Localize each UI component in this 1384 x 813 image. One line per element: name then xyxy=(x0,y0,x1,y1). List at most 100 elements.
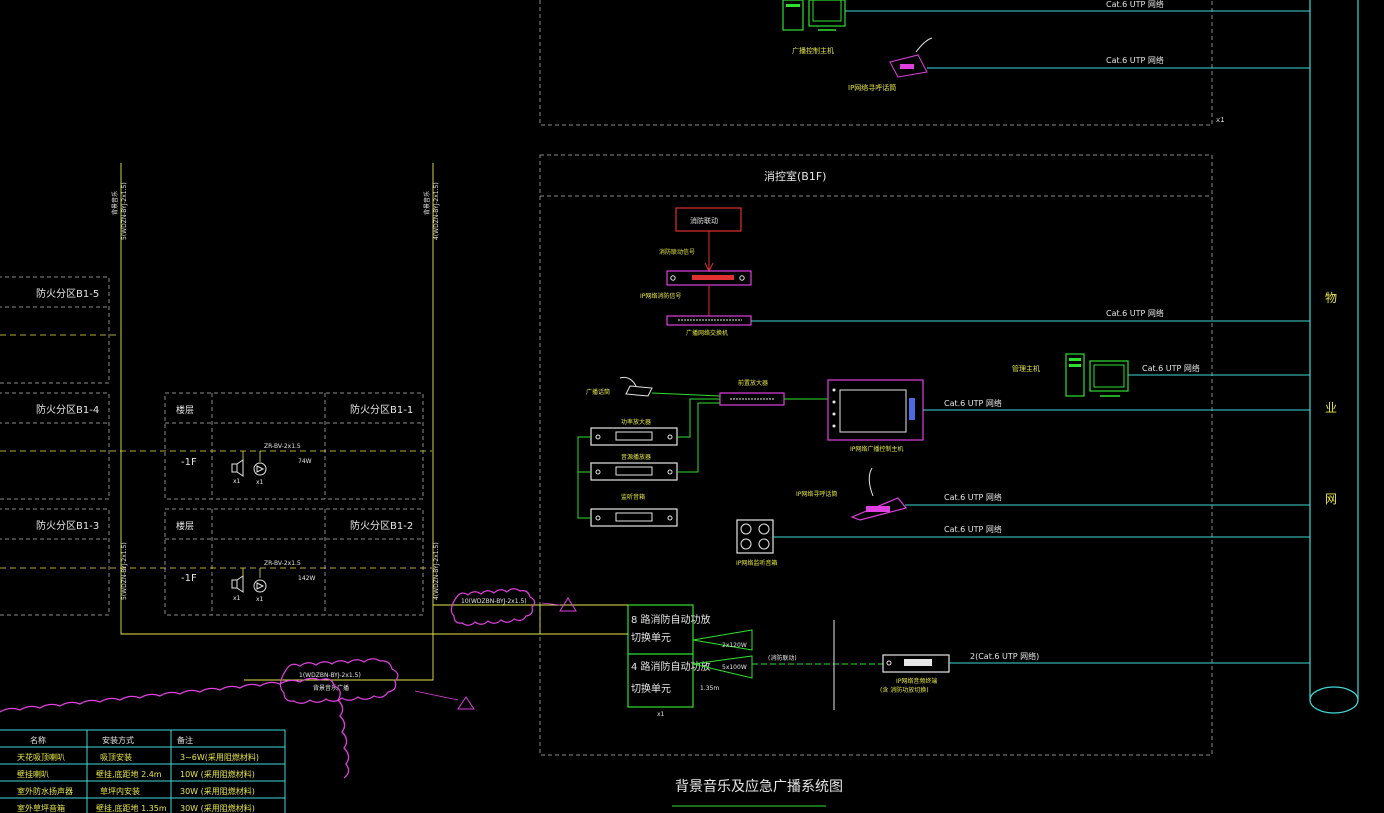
broadcast-host-label: IP网络广播控制主机 xyxy=(850,445,903,453)
zone-label-b1-1: 防火分区B1-1 xyxy=(350,403,413,416)
amplifier-1-icon[interactable] xyxy=(590,427,678,446)
audio-terminal-sub: (含 消防功放切换) xyxy=(880,686,929,694)
speaker-cable-label: Cat.6 UTP 网络 xyxy=(944,524,1002,534)
preamp-icon[interactable] xyxy=(719,392,785,406)
audio-terminal-icon[interactable] xyxy=(882,654,950,673)
switch-cable-label: Cat.6 UTP 网络 xyxy=(1106,308,1164,318)
riser-label-3: 5(WDZN-BYJ-2x1.5) xyxy=(121,542,128,600)
workstation-label: 管理主机 xyxy=(1012,364,1040,373)
b1-1-floor: -1F xyxy=(181,457,197,468)
legend-row-1-note: 3~6W(采用阻燃材料) xyxy=(180,752,259,762)
top-section: 广播控制主机 Cat.6 UTP 网络 Cat.6 UTP 网络 IP网络寻呼话… xyxy=(539,0,1310,126)
zone-label-b1-3: 防火分区B1-3 xyxy=(36,519,99,532)
workstation-icon[interactable] xyxy=(782,0,846,31)
power-label-1: 74W xyxy=(298,458,312,465)
amp-output-1: 2x120W xyxy=(722,642,747,649)
legend-row-1-install: 吸顶安装 xyxy=(100,752,132,762)
ceiling-speaker-icon[interactable] xyxy=(253,579,267,593)
fire-panel-label: 消防联动 xyxy=(690,216,718,225)
switch-unit-row2-b: 切换单元 xyxy=(631,682,671,695)
wall-speaker-icon[interactable] xyxy=(231,575,244,593)
zone-label-b1-4: 防火分区B1-4 xyxy=(36,403,99,416)
fire-signal-label: 消防联动信号 xyxy=(659,248,695,256)
control-room-x1: x1 xyxy=(1216,115,1224,122)
fire-switch-unit[interactable] xyxy=(627,604,694,708)
audio-terminal-label: IP网络音频终端 xyxy=(896,677,937,685)
ceiling-speaker-icon[interactable] xyxy=(253,462,267,476)
legend-header-name: 名称 xyxy=(30,735,46,745)
riser-tag-1: 背景音乐 xyxy=(111,191,119,215)
amplifier-2-label: 音源播放器 xyxy=(621,453,651,461)
broadcast-mic-label: 广播话筒 xyxy=(586,388,610,396)
count-label-c: x1 xyxy=(233,595,241,602)
legend-table: 名称 安装方式 备注 天花吸顶喇叭 吸顶安装 3~6W(采用阻燃材料) 壁挂喇叭… xyxy=(0,677,350,813)
fire-link-label: (消防联动) xyxy=(768,654,797,662)
riser-tag-2: 背景音乐 xyxy=(423,191,431,215)
switch-label: 广播网络交换机 xyxy=(686,329,728,337)
count-label-b: x1 xyxy=(256,479,264,486)
legend-row-3-name: 室外防水扬声器 xyxy=(17,786,73,796)
fire-converter-icon[interactable] xyxy=(666,270,752,286)
power-label-2: 142W xyxy=(298,575,315,582)
monitor-speaker-label: IP网络监听音箱 xyxy=(736,559,777,567)
legend-header-install: 安装方式 xyxy=(102,735,134,745)
terminal-cable-label: 2(Cat.6 UTP 网络) xyxy=(970,651,1039,661)
paging-mic-icon[interactable] xyxy=(889,37,933,78)
top-cable-label-1: Cat.6 UTP 网络 xyxy=(1106,0,1164,9)
revision-cloud-1 xyxy=(450,588,536,626)
amplifier-3-label: 监听音箱 xyxy=(621,493,645,501)
zone-label-b1-5: 防火分区B1-5 xyxy=(36,287,99,300)
control-room: 消控室(B1F) 消防联动 消防联动信号 IP网络消防信号 广播网络交换机 Ca… xyxy=(539,115,1310,756)
legend-row-2-install: 壁挂,底距地 2.4m xyxy=(96,769,162,779)
management-workstation-icon[interactable] xyxy=(1065,353,1129,397)
switch-unit-row1-a: 8 路消防自动功放 xyxy=(631,613,711,626)
riser-label-4: 4(WDZN-BYJ-2x1.5) xyxy=(433,542,440,600)
monitor-speaker-icon[interactable] xyxy=(736,519,774,554)
legend-row-2-name: 壁挂喇叭 xyxy=(17,769,49,779)
b1-1-floor-header: 楼层 xyxy=(176,404,194,416)
network-char-1: 物 xyxy=(1325,291,1337,305)
paging-station-icon[interactable] xyxy=(850,467,908,521)
host-cable-label: Cat.6 UTP 网络 xyxy=(944,398,1002,408)
amplifier-3-icon[interactable] xyxy=(590,508,678,527)
legend-row-2-note: 10W (采用阻燃材料) xyxy=(180,769,255,779)
paging-station-label: IP网络寻呼话筒 xyxy=(796,490,837,498)
broadcast-mic-icon[interactable] xyxy=(619,376,653,397)
top-workstation-label: 广播控制主机 xyxy=(792,46,834,55)
legend-row-4-install: 壁挂,底距地 1.35m xyxy=(96,803,167,813)
cloud-label-1: 10(WDZBN-BYJ-2x1.5) xyxy=(461,598,527,605)
riser-label-2: 4(WDZN-BYJ-2x1.5) xyxy=(433,182,440,240)
wire-label-1: ZR-BV-2x1.5 xyxy=(264,443,301,450)
b1-2-floor: -1F xyxy=(181,573,197,584)
legend-header-note: 备注 xyxy=(177,735,193,745)
legend-row-3-note: 30W (采用阻燃材料) xyxy=(180,786,255,796)
zone-label-b1-2: 防火分区B1-2 xyxy=(350,519,413,532)
cloud-label-2-sub: 背景音乐广播 xyxy=(313,684,349,692)
network-char-3: 网 xyxy=(1325,492,1337,506)
cloud-label-2: 1(WDZBN-BYJ-2x1.5) xyxy=(299,672,361,679)
b1-2-floor-header: 楼层 xyxy=(176,520,194,532)
amp-output-3: 1.35m xyxy=(700,685,719,692)
legend-row-1-name: 天花吸顶喇叭 xyxy=(17,752,65,762)
amplifier-2-icon[interactable] xyxy=(590,462,678,481)
preamp-label: 前置放大器 xyxy=(738,379,768,387)
riser-label-1: 5(WDZN-BYJ-2x1.5) xyxy=(121,182,128,240)
switch-unit-row1-b: 切换单元 xyxy=(631,631,671,644)
switch-unit-x1: x1 xyxy=(657,711,665,718)
legend-row-4-note: 30W (采用阻燃材料) xyxy=(180,803,255,813)
fire-converter-label: IP网络消防信号 xyxy=(640,292,681,300)
amp-output-2: 5x100W xyxy=(722,664,747,671)
amp-output-wedges xyxy=(692,629,753,679)
control-room-title: 消控室(B1F) xyxy=(764,169,826,183)
wall-speaker-icon[interactable] xyxy=(231,459,244,477)
workstation-cable-label: Cat.6 UTP 网络 xyxy=(1142,363,1200,373)
top-x1: x1 xyxy=(1216,116,1225,124)
property-network: 物 业 网 xyxy=(1309,0,1359,714)
amplifier-1-label: 功率放大器 xyxy=(621,418,651,426)
network-switch-icon[interactable] xyxy=(666,315,752,326)
broadcast-host-icon[interactable] xyxy=(827,379,924,441)
legend-row-3-install: 草坪内安装 xyxy=(100,786,140,796)
fire-zones: 防火分区B1-5 防火分区B1-4 防火分区B1-3 楼层 防火分区B1-1 -… xyxy=(0,163,628,710)
switch-unit-row2-a: 4 路消防自动功放 xyxy=(631,660,711,673)
